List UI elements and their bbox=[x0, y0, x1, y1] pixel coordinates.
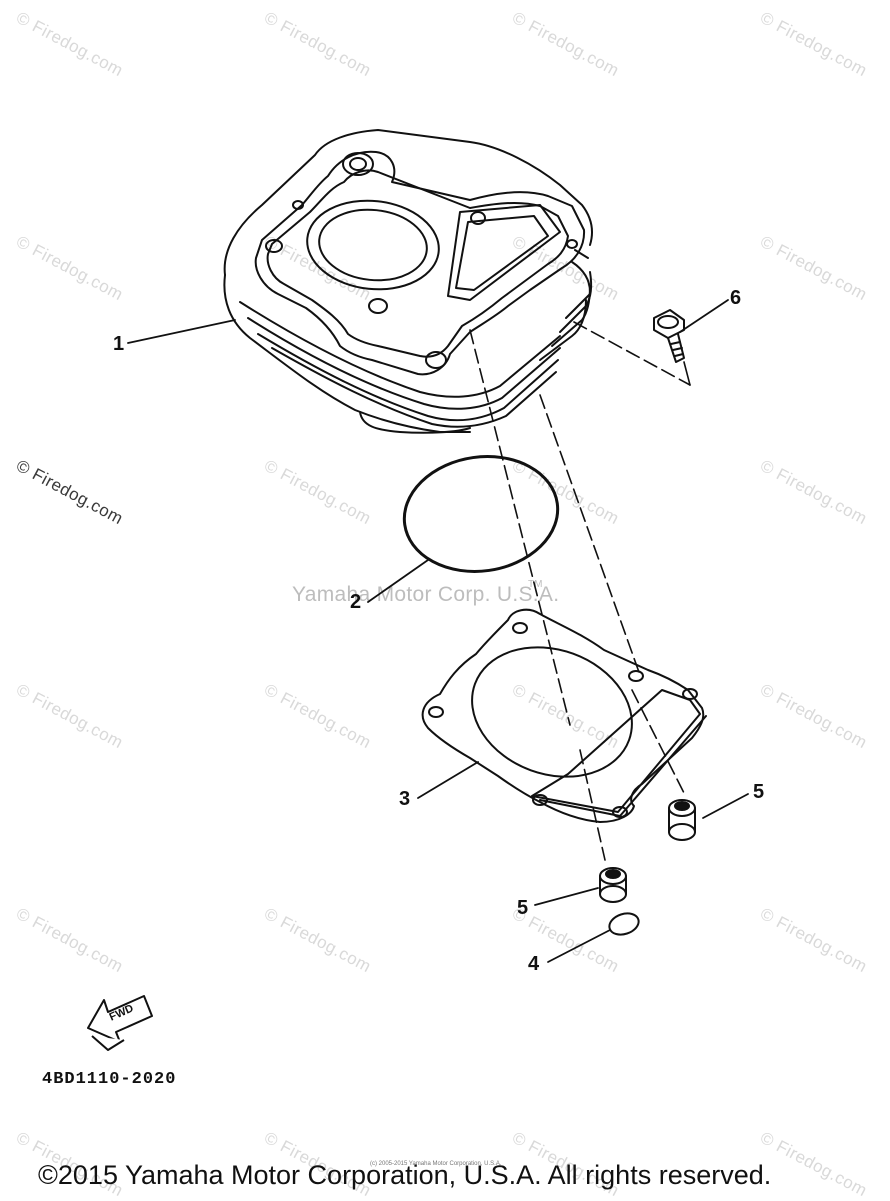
part-bolt bbox=[653, 309, 685, 363]
fwd-arrow-icon bbox=[87, 995, 153, 1051]
callout-1: 1 bbox=[113, 333, 125, 355]
publisher-watermark: Yamaha Motor Corp. U.S.A. bbox=[292, 583, 560, 606]
small-copyright: (c) 2005-2015 Yamaha Motor Corporation, … bbox=[370, 1161, 502, 1167]
part-cylinder bbox=[223, 129, 593, 434]
callout-5-upper: 5 bbox=[753, 781, 765, 803]
callout-2: 2 bbox=[350, 591, 362, 613]
copyright-footer: ©2015 Yamaha Motor Corporation, U.S.A. A… bbox=[38, 1160, 772, 1190]
callout-6: 6 bbox=[730, 287, 742, 309]
callout-5-lower: 5 bbox=[517, 897, 529, 919]
part-dowel-pin-lower bbox=[599, 867, 627, 903]
callout-4: 4 bbox=[528, 953, 540, 975]
callout-3: 3 bbox=[399, 788, 411, 810]
part-dowel-pin-upper bbox=[668, 799, 696, 841]
diagram-code: 4BD1110-2020 bbox=[42, 1070, 177, 1089]
part-gasket bbox=[421, 608, 707, 823]
part-small-o-ring bbox=[608, 912, 640, 936]
part-o-ring bbox=[402, 455, 560, 573]
